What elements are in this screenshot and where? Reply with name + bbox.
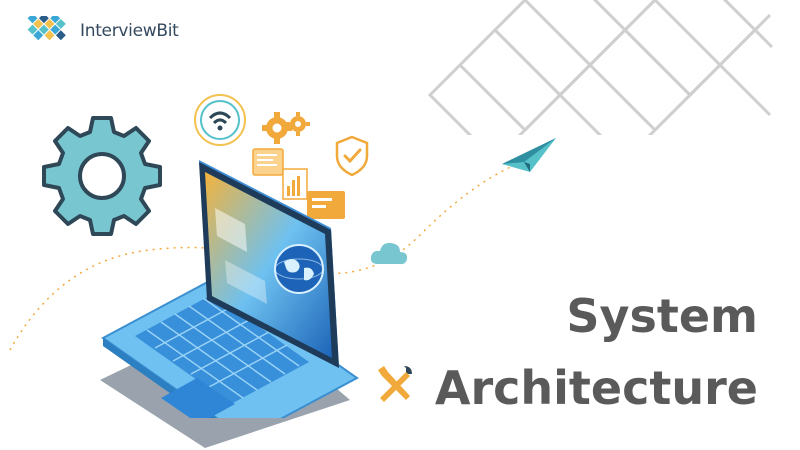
wifi-icon bbox=[194, 94, 246, 146]
document-icon bbox=[252, 148, 284, 176]
flight-trail bbox=[9, 164, 516, 351]
brand-logo[interactable]: InterviewBit bbox=[18, 16, 179, 46]
gears-icon bbox=[262, 112, 310, 144]
diamond-grid-decoration bbox=[427, 0, 774, 135]
shield-check-icon bbox=[335, 135, 369, 177]
cloud-icon bbox=[370, 242, 408, 265]
brand-name: InterviewBit bbox=[80, 21, 179, 41]
headline-line-2: Architecture bbox=[434, 361, 758, 415]
paper-plane-icon bbox=[502, 138, 556, 172]
globe-icon bbox=[274, 244, 324, 294]
bar-chart-icon bbox=[282, 168, 308, 200]
card-icon bbox=[307, 191, 345, 219]
brand-logo-icon bbox=[27, 16, 66, 41]
headline-line-1: System bbox=[566, 289, 758, 343]
tools-icon bbox=[378, 366, 412, 402]
laptop bbox=[101, 160, 359, 418]
gear-icon bbox=[42, 116, 162, 236]
